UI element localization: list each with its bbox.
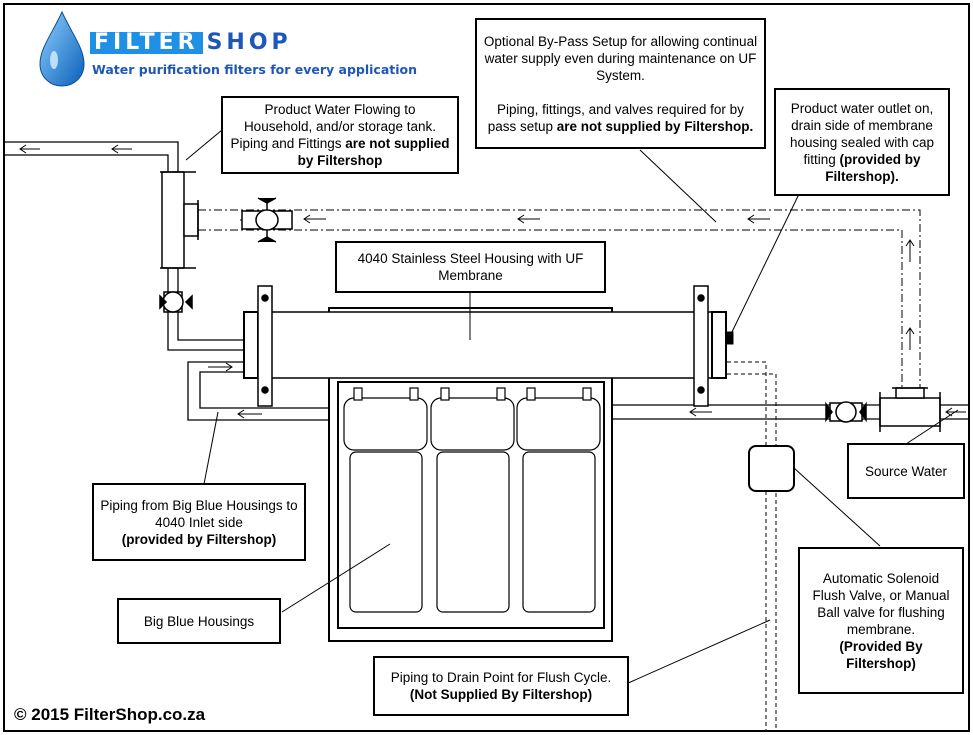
label-housing: 4040 Stainless Steel Housing with UF Mem… [335,241,606,293]
copyright-text: © 2015 FilterShop.co.za [14,705,206,724]
tee-fitting [160,171,199,269]
label-drain-text: Piping to Drain Point for Flush Cycle. [390,670,612,685]
product-water-pipe [4,141,245,351]
label-big-blue-text: Big Blue Housings [143,613,255,629]
brand-logo: FILTER SHOP [90,32,292,54]
label-big-blue: Big Blue Housings [117,598,281,644]
filter-housing-1 [343,387,428,613]
label-outlet-text: Product water outlet on, drain side of m… [789,100,935,167]
logo-tagline: Water purification filters for every app… [92,62,418,77]
mounting-bracket-right [693,285,709,407]
source-tee-fitting [879,387,941,432]
logo-word-shop: SHOP [206,30,292,55]
label-bypass-text-2: Piping, fittings, and valves required fo… [487,101,744,134]
label-piping-inlet-text: Piping from Big Blue Housings to 4040 In… [100,497,298,530]
label-outlet-bold: (provided by Filtershop). [825,151,921,184]
label-product-water-bold: are not supplied by Filtershop [297,136,450,168]
label-solenoid-bold: (Provided By Filtershop) [839,638,923,671]
uf-membrane-housing [243,311,734,379]
source-valve-icon [825,401,867,423]
logo-word-filter: FILTER [90,32,203,54]
label-solenoid-text: Automatic Solenoid Flush Valve, or Manua… [812,570,950,637]
label-solenoid: Automatic Solenoid Flush Valve, or Manua… [798,547,964,694]
label-piping-inlet: Piping from Big Blue Housings to 4040 In… [92,483,306,561]
label-drain-bold: (Not Supplied By Filtershop) [409,687,593,702]
flow-arrows-product [19,144,132,154]
filter-housing-2 [430,387,515,613]
water-drop-icon [39,10,85,87]
mounting-bracket-left [257,285,273,407]
label-source-water-text: Source Water [864,463,948,479]
label-product-water: Product Water Flowing to Household, and/… [221,96,459,174]
leader-lines [185,129,959,685]
label-source-water: Source Water [847,443,965,499]
solenoid-valve-icon [748,445,795,492]
flow-arrows-bypass [303,214,915,350]
bypass-line [198,209,921,388]
label-piping-inlet-bold: (provided by Filtershop) [121,531,277,547]
product-valve-icon [159,291,193,313]
flow-arrows-inlet [208,362,262,419]
filter-housing-3 [516,387,601,613]
label-bypass-text: Optional By-Pass Setup for allowing cont… [483,33,758,83]
label-bypass: Optional By-Pass Setup for allowing cont… [475,18,766,149]
drain-line [720,361,777,731]
label-housing-text: 4040 Stainless Steel Housing with UF Mem… [357,251,584,283]
inlet-piping [187,361,330,421]
label-outlet: Product water outlet on, drain side of m… [774,88,950,196]
label-drain: Piping to Drain Point for Flush Cycle. (… [373,656,629,716]
label-product-water-text: Product Water Flowing to Household, and/… [230,102,437,151]
diagram-frame [3,3,970,732]
bypass-valve-icon [241,197,293,243]
label-bypass-bold: are not supplied by Filtershop. [556,118,754,134]
